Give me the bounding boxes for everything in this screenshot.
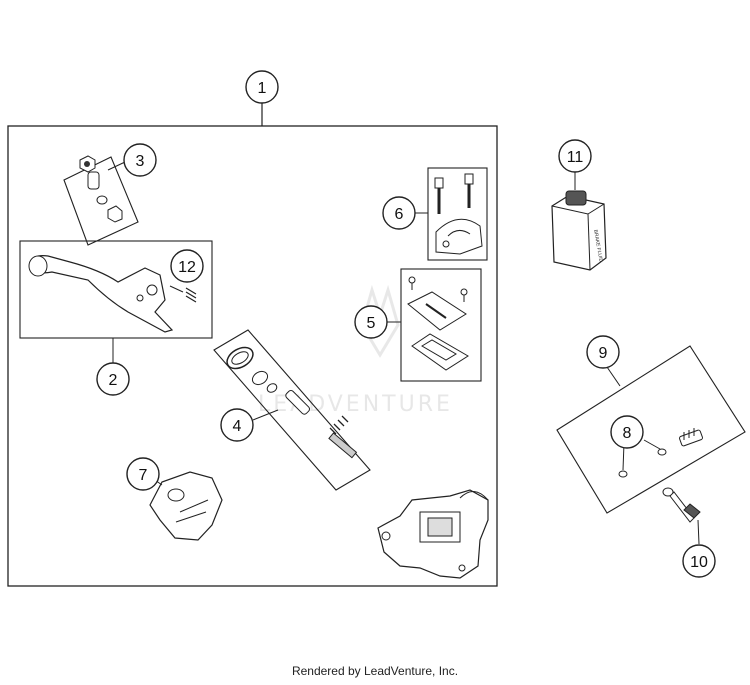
part-7-housing — [149, 471, 223, 541]
can-label: BRAKE FLUID — [592, 229, 604, 263]
svg-text:6: 6 — [395, 206, 404, 223]
callout-5[interactable]: 5 — [354, 305, 388, 339]
svg-text:10: 10 — [690, 554, 708, 571]
part-2-lever-group — [19, 240, 213, 363]
callout-2[interactable]: 2 — [96, 362, 130, 396]
callout-3[interactable]: 3 — [123, 143, 157, 177]
svg-text:7: 7 — [139, 467, 148, 484]
svg-text:2: 2 — [109, 372, 118, 389]
svg-text:5: 5 — [367, 315, 376, 332]
brake-lever — [29, 255, 174, 333]
part-3-group — [63, 155, 139, 246]
svg-text:4: 4 — [233, 418, 242, 435]
master-cylinder-body — [377, 489, 489, 579]
callout-10[interactable]: 10 — [682, 544, 716, 578]
part-5-cap-group — [387, 268, 482, 382]
svg-text:8: 8 — [623, 425, 632, 442]
callout-8[interactable]: 8 — [610, 415, 644, 449]
footer-credit: Rendered by LeadVenture, Inc. — [291, 664, 459, 678]
callout-12[interactable]: 12 — [170, 249, 204, 283]
part-12-spring — [169, 285, 197, 303]
part-11-fluid-can: BRAKE FLUID — [551, 172, 607, 271]
part-6-clamp-group — [415, 167, 488, 261]
svg-text:12: 12 — [178, 259, 196, 276]
callout-6[interactable]: 6 — [382, 196, 416, 230]
svg-text:9: 9 — [599, 345, 608, 362]
part-10-banjo — [662, 487, 701, 545]
part-4-piston-group — [213, 329, 371, 491]
callout-11[interactable]: 11 — [558, 139, 592, 173]
callout-9[interactable]: 9 — [586, 335, 620, 369]
svg-text:3: 3 — [136, 153, 145, 170]
svg-text:1: 1 — [258, 80, 267, 97]
callout-1[interactable]: 1 — [245, 70, 279, 104]
svg-text:11: 11 — [567, 149, 584, 166]
assembly-box-1 — [7, 125, 498, 587]
part-9-group — [556, 345, 746, 514]
callout-4[interactable]: 4 — [220, 408, 254, 442]
callout-7[interactable]: 7 — [126, 457, 160, 491]
